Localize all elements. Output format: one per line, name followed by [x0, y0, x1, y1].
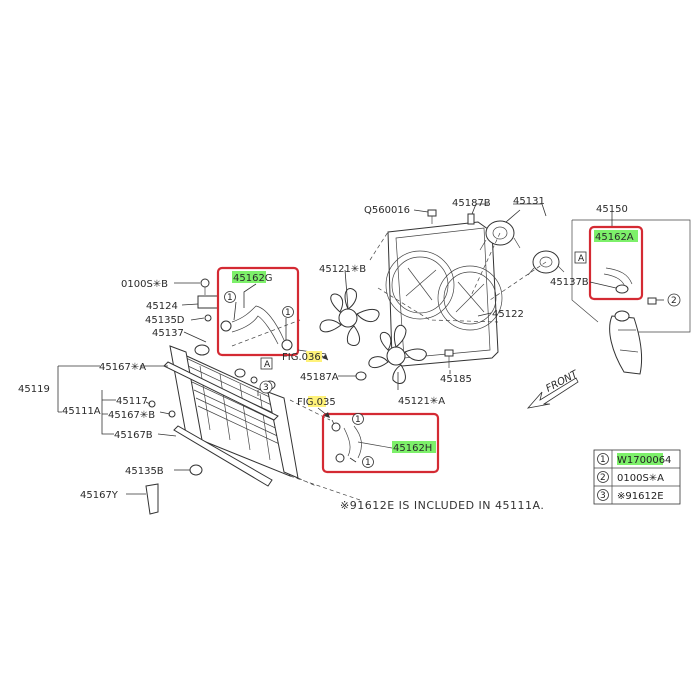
callout-3-radiator: 3: [259, 380, 273, 394]
legend-row-3-text: ※91612E: [617, 491, 664, 502]
callout-1-upper-right: 1: [282, 306, 294, 318]
bolt-0100s-b: [200, 278, 210, 295]
label-0100s-b: 0100S✳B: [121, 279, 168, 290]
highlight-45162a: [594, 230, 638, 242]
reservoir-frame: [571, 219, 691, 333]
label-45135b: 45135B: [125, 466, 164, 477]
callout-2-reservoir: 2: [667, 293, 681, 307]
highlight-box-45162h: [321, 412, 440, 474]
label-45162g: 45162G: [233, 273, 273, 284]
view-marker-a-right: [574, 251, 587, 264]
legend-row-3: 3 ※91612E: [597, 489, 664, 502]
label-45187b: 45187B: [452, 198, 491, 209]
label-45162a: 45162A: [595, 232, 634, 243]
fan-motor-lower: [527, 250, 565, 276]
label-fig036: FIG.036: [282, 352, 321, 363]
label-45124: 45124: [146, 301, 178, 312]
fan-blade-45121a: [368, 324, 427, 384]
clip-45135d: [204, 314, 212, 322]
radiator-cap: [194, 344, 210, 356]
bracket-45167y: [145, 483, 159, 515]
legend-row-2-text: 0100S✳A: [617, 473, 664, 484]
callout-1-lower-top: 1: [352, 413, 364, 425]
label-45131: 45131: [513, 196, 545, 207]
highlight-fig035: [308, 396, 326, 407]
label-45122: 45122: [492, 309, 524, 320]
svg-text:1: 1: [355, 415, 361, 425]
svg-text:3: 3: [600, 491, 606, 501]
svg-text:2: 2: [600, 473, 606, 483]
highlight-box-45162g: [216, 266, 300, 357]
nut-45187a: [355, 371, 367, 381]
label-45135d: 45135D: [145, 315, 185, 326]
fan-blade-45121b: [319, 288, 380, 347]
clip-45187b: [467, 213, 475, 225]
label-45167y: 45167Y: [80, 490, 119, 501]
radiator-lower-seal: [173, 425, 273, 487]
svg-text:2: 2: [671, 296, 677, 306]
inclusion-note: ※91612E IS INCLUDED IN 45111A.: [340, 499, 544, 512]
bolt-45185: [444, 349, 454, 368]
label-45150: 45150: [596, 204, 628, 215]
highlight-45162h: [392, 441, 436, 453]
highlight-legend-1: [617, 453, 663, 465]
svg-text:3: 3: [263, 383, 269, 393]
bolt-reservoir: [647, 297, 657, 305]
callout-1-upper-left: 1: [224, 291, 236, 303]
label-45117: 45117: [116, 396, 148, 407]
label-45137b: 45137B: [550, 277, 589, 288]
legend-row-1-text: W1700064: [617, 455, 671, 466]
lower-hose-45162h: [331, 422, 393, 463]
view-marker-a-right-text: A: [578, 254, 585, 264]
radiator-bracket: [197, 295, 219, 309]
label-45121b: 45121✳B: [319, 264, 366, 275]
svg-text:1: 1: [285, 308, 291, 318]
leader-lines: [57, 203, 664, 495]
drain-plug-45117: [148, 400, 156, 408]
label-45121a: 45121✳A: [398, 396, 445, 407]
label-45167-b-star: 45167✳B: [108, 410, 155, 421]
label-45187a: 45187A: [300, 372, 339, 383]
front-direction-arrow: [526, 377, 579, 409]
highlight-box-45162a: [588, 225, 644, 301]
fig036-arrowhead: [322, 354, 328, 360]
label-q560016: Q560016: [364, 205, 410, 216]
clip-45137b: [615, 284, 629, 294]
label-45185: 45185: [440, 374, 472, 385]
label-front: FRONT: [544, 368, 580, 394]
view-marker-a-left: [260, 357, 273, 370]
label-45167a: 45167✳A: [99, 362, 146, 373]
view-marker-a-left-text: A: [264, 360, 271, 370]
highlight-45162g: [232, 271, 266, 283]
label-45162h: 45162H: [393, 443, 432, 454]
label-45137: 45137: [152, 328, 184, 339]
callout-1-lower-bottom: 1: [362, 456, 374, 468]
svg-text:1: 1: [600, 455, 606, 465]
cushion-45135b: [189, 464, 203, 476]
svg-text:1: 1: [365, 458, 371, 468]
label-45167b: 45167B: [114, 430, 153, 441]
highlight-fig036: [306, 351, 322, 362]
upper-hose-45162g: [220, 305, 293, 351]
radiator-upper-seal: [163, 361, 279, 421]
label-fig035: FIG.035: [297, 397, 336, 408]
legend-row-2: 2 0100S✳A: [597, 471, 664, 484]
fig035-arrowhead: [324, 412, 330, 418]
bolt-q560016: [427, 209, 437, 224]
legend-row-1: 1 W1700064: [597, 453, 671, 466]
label-45119: 45119: [18, 384, 50, 395]
label-45111a: 45111A: [62, 406, 101, 417]
svg-text:1: 1: [227, 293, 233, 303]
reservoir-tank: [609, 310, 643, 375]
